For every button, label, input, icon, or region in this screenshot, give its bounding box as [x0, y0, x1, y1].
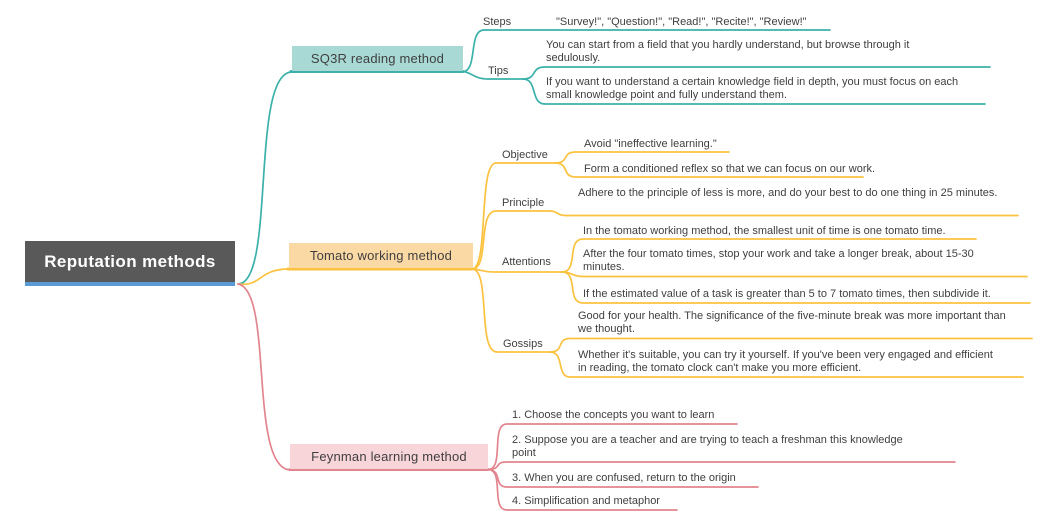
branch-sq3r-label: SQ3R reading method	[310, 51, 445, 66]
leaf-attention-subdivide-task[interactable]: If the estimated value of a task is grea…	[583, 288, 991, 300]
branch-tomato-label: Tomato working method	[309, 248, 453, 263]
leaf-objective-conditioned-reflex[interactable]: Form a conditioned reflex so that we can…	[584, 163, 876, 175]
root-topic-label: Reputation methods	[44, 251, 216, 271]
leaf-feynman-step1[interactable]: 1. Choose the concepts you want to learn	[512, 409, 715, 421]
node-steps[interactable]: Steps	[483, 16, 512, 28]
connector-sq3r-tips	[462, 70, 524, 80]
branch-tomato-working-method[interactable]: Tomato working method	[289, 243, 473, 268]
node-gossips[interactable]: Gossips	[503, 338, 543, 350]
connector-tomato-attentions	[471, 268, 563, 273]
connector-objective-child2	[554, 162, 864, 178]
connector-tomato-principle	[471, 210, 1019, 270]
connector-sq3r-steps	[462, 29, 831, 73]
leaf-gossip-try-it-yourself[interactable]: Whether it's suitable, you can try it yo…	[578, 349, 993, 374]
leaf-gossip-good-for-health[interactable]: Good for your health. The significance o…	[578, 310, 1006, 335]
leaf-attention-smallest-unit[interactable]: In the tomato working method, the smalle…	[583, 225, 946, 237]
node-tips[interactable]: Tips	[488, 65, 509, 77]
connector-root-feynman	[237, 283, 292, 471]
leaf-tip-focus-knowledge-points[interactable]: If you want to understand a certain know…	[546, 76, 959, 101]
connector-tomato-gossips	[471, 268, 551, 353]
node-objective[interactable]: Objective	[502, 149, 548, 161]
connector-feynman-item4	[487, 468, 678, 511]
connector-feynman-item2	[487, 461, 956, 471]
node-principle[interactable]: Principle	[502, 197, 545, 209]
connector-feynman-item1	[487, 423, 738, 471]
connector-objective-child1	[554, 151, 730, 164]
connector-gossips-child2	[549, 351, 1024, 378]
leaf-steps-sequence[interactable]: "Survey!", "Question!", "Read!", "Recite…	[556, 16, 807, 28]
connector-tips-tip2	[522, 78, 986, 105]
leaf-objective-avoid-ineffective[interactable]: Avoid "ineffective learning."	[584, 138, 717, 150]
leaf-tip-browse-sedulously[interactable]: You can start from a field that you hard…	[546, 39, 910, 64]
connector-root-sq3r	[237, 71, 293, 285]
connector-tips-tip1	[522, 66, 991, 80]
connector-attentions-child1	[561, 238, 977, 273]
connector-root-tomato	[237, 268, 290, 286]
leaf-feynman-step3[interactable]: 3. When you are confused, return to the …	[512, 472, 736, 484]
leaf-feynman-step4[interactable]: 4. Simplification and metaphor	[512, 495, 660, 507]
connector-attentions-child3	[561, 271, 1031, 304]
branch-feynman-learning-method[interactable]: Feynman learning method	[290, 444, 488, 469]
root-topic[interactable]: Reputation methods	[25, 241, 235, 286]
leaf-feynman-step2[interactable]: 2. Suppose you are a teacher and are try…	[512, 434, 903, 459]
connector-tomato-objective	[471, 162, 556, 270]
connector-gossips-child1	[549, 337, 1033, 353]
branch-feynman-label: Feynman learning method	[311, 449, 467, 464]
leaf-principle-less-is-more[interactable]: Adhere to the principle of less is more,…	[578, 187, 998, 199]
branch-sq3r-reading-method[interactable]: SQ3R reading method	[292, 46, 463, 71]
node-attentions[interactable]: Attentions	[502, 256, 551, 268]
leaf-attention-longer-break[interactable]: After the four tomato times, stop your w…	[583, 248, 974, 273]
